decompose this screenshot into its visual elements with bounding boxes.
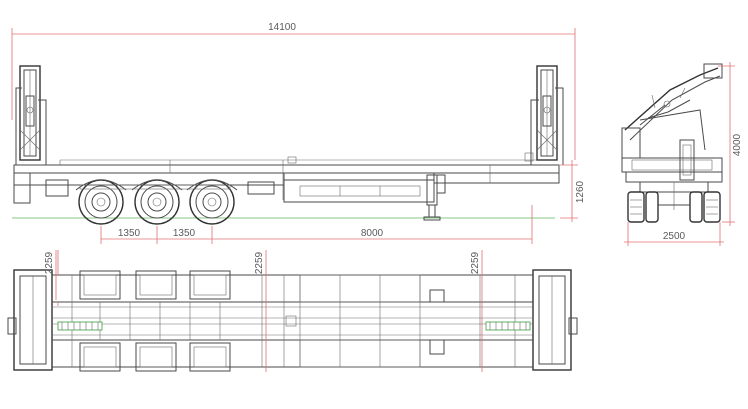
end-view-crane-arm: [621, 63, 723, 181]
end-view-chassis: [625, 171, 723, 223]
plan-offset-right-label: 2259: [470, 251, 481, 274]
kingpin-to-axle-label: 8000: [361, 228, 384, 239]
axle-spacing-1-label: 1350: [118, 228, 141, 239]
axle-spacing-2-label: 1350: [173, 228, 196, 239]
plan-view: 2259 2259 2259: [7, 250, 578, 372]
plan-front-lifter: [532, 269, 578, 371]
overall-length-label: 14100: [268, 22, 296, 33]
overall-height-label: 4000: [732, 133, 743, 156]
overall-width-label: 2500: [663, 231, 686, 242]
wheel-3: [189, 179, 235, 225]
axle-wheels: [75, 179, 238, 225]
plan-wheels: [79, 270, 231, 372]
trailer-chassis: [13, 152, 560, 221]
overall-width-dimension: 2500: [624, 222, 724, 246]
end-view: 4000 2500: [621, 62, 743, 246]
rear-side-lifter: [15, 65, 47, 165]
deck-height-dimension: 1260: [560, 160, 586, 222]
plan-green-rails: [57, 321, 531, 331]
overall-height-dimension: 4000: [718, 62, 743, 226]
plan-deck-frame: [52, 274, 533, 368]
plan-offset-left-label: 2259: [44, 251, 55, 274]
overall-length-dimension: 14100: [11, 22, 576, 160]
deck-height-label: 1260: [575, 180, 586, 203]
wheel-1: [78, 179, 124, 225]
plan-rear-lifter: [7, 269, 53, 371]
plan-offset-middle-label: 2259: [254, 251, 265, 274]
plan-offset-dimensions: 2259 2259 2259: [44, 250, 483, 372]
axle-dimensions: 1350 1350 8000: [100, 205, 533, 244]
wheel-2: [134, 179, 180, 225]
side-view: 14100: [11, 22, 586, 244]
front-side-lifter: [530, 65, 564, 165]
